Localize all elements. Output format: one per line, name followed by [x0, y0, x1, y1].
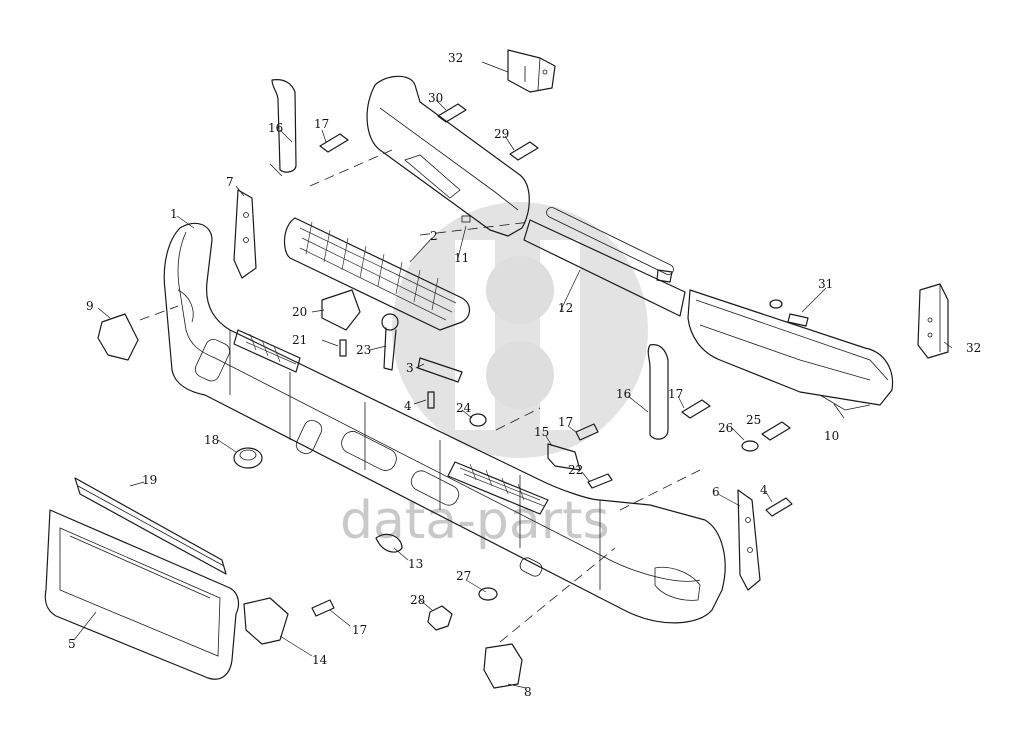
washer-31: [769, 299, 783, 309]
callout-14: 14: [312, 653, 328, 667]
callout-28: 28: [410, 593, 425, 607]
bolt-21: [339, 339, 347, 357]
mount-bracket-right: [917, 283, 949, 359]
callout-12: 12: [558, 301, 573, 315]
bolt-4-center: [427, 391, 435, 409]
mount-bracket-top: [507, 49, 556, 93]
callout-21: 21: [292, 333, 307, 347]
callout-2: 2: [430, 229, 438, 243]
washer-27: [478, 587, 498, 601]
center-bracket: [321, 289, 361, 331]
bolt-30: [437, 103, 467, 123]
callout-4-right: 4: [760, 483, 768, 497]
slotted-bracket-plate: [523, 207, 686, 317]
callout-17-bottom: 17: [352, 623, 367, 637]
callout-3: 3: [406, 361, 414, 375]
callout-11: 11: [454, 251, 469, 265]
bolt-17-mid: [681, 399, 711, 419]
plate-trim-strip: [74, 477, 227, 575]
callout-6: 6: [712, 485, 720, 499]
callout-17-top: 17: [314, 117, 329, 131]
callout-22: 22: [568, 463, 583, 477]
callout-32-right: 32: [966, 341, 981, 355]
bolt-17-bottom: [311, 599, 335, 617]
callout-31: 31: [818, 277, 833, 291]
watermark-text: data-parts: [340, 491, 610, 551]
callout-16-right: 16: [616, 387, 631, 401]
washer-26: [741, 440, 759, 452]
step-plate: [284, 217, 471, 331]
callout-13: 13: [408, 557, 423, 571]
callout-30: 30: [428, 91, 443, 105]
callout-7: 7: [226, 175, 234, 189]
callout-32-top: 32: [448, 51, 463, 65]
hinge-plate-right: [737, 489, 761, 591]
washer-24: [469, 413, 487, 427]
bolt-29: [509, 141, 539, 161]
clamp: [375, 533, 403, 553]
nut-28: [427, 605, 453, 631]
callout-9: 9: [86, 299, 94, 313]
callout-10: 10: [824, 429, 839, 443]
callout-8: 8: [524, 685, 532, 699]
callout-4-center: 4: [404, 399, 412, 413]
callout-23: 23: [356, 343, 371, 357]
license-plate-holder: [44, 509, 240, 680]
clip-bracket-center: [417, 357, 463, 383]
hinge-plate-left: [233, 189, 257, 279]
tow-hook-left: [269, 79, 297, 177]
tow-pin: [381, 313, 399, 371]
callout-16-left: 16: [268, 121, 283, 135]
callout-20: 20: [292, 305, 307, 319]
fog-cover-right: [483, 643, 523, 689]
rubber-stop: [233, 447, 263, 469]
callout-26: 26: [718, 421, 733, 435]
fog-cover-left: [97, 313, 139, 361]
callout-24: 24: [456, 401, 472, 415]
clip-bracket-right: [547, 443, 581, 471]
callout-29: 29: [494, 127, 509, 141]
watermark-logo: [392, 202, 648, 458]
bolt-25: [761, 421, 791, 441]
callout-18: 18: [204, 433, 219, 447]
leader-lines: [73, 61, 953, 689]
tow-hook-right: [647, 344, 669, 440]
upper-corner-bumper: [366, 75, 530, 237]
main-bumper: [163, 222, 726, 624]
bolt-22: [587, 473, 613, 489]
callout-19: 19: [142, 473, 157, 487]
callout-15: 15: [534, 425, 549, 439]
callout-27: 27: [456, 569, 471, 583]
callout-1: 1: [170, 207, 178, 221]
plate-clip: [243, 597, 289, 645]
callout-5: 5: [68, 637, 76, 651]
right-corner-bumper: [687, 289, 894, 411]
bolt-17-lower: [575, 423, 599, 441]
callout-17-mid: 17: [668, 387, 683, 401]
bolt-4-right: [765, 497, 793, 517]
bolt-17-top: [319, 133, 349, 153]
bolt-31: [787, 313, 809, 327]
callout-25: 25: [746, 413, 761, 427]
callout-17-lower: 17: [558, 415, 573, 429]
